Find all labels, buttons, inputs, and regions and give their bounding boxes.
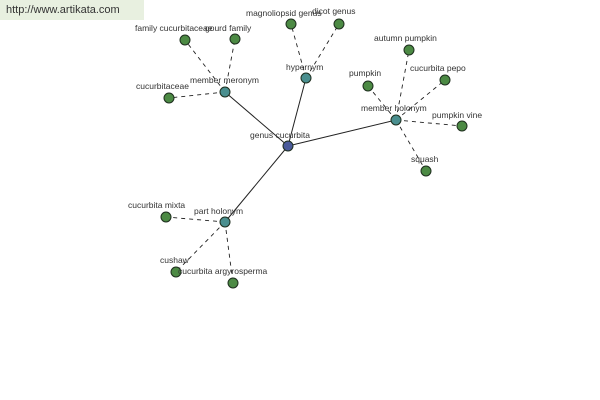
edge-genus-cucurbita-part-holonym bbox=[224, 145, 289, 223]
edge-member-meronym-family-cucurbitaceae bbox=[184, 39, 226, 93]
label-autumn-pumpkin[interactable]: autumn pumpkin bbox=[374, 33, 437, 43]
node-cushaw[interactable] bbox=[170, 266, 182, 278]
node-family-cucurbitaceae[interactable] bbox=[179, 34, 191, 46]
node-cucurbita-pepo[interactable] bbox=[439, 74, 451, 86]
node-part-holonym[interactable] bbox=[219, 216, 231, 228]
edge-member-meronym-gourd-family bbox=[224, 38, 236, 93]
node-cucurbita-argyrosperma[interactable] bbox=[227, 277, 239, 289]
node-genus-cucurbita[interactable] bbox=[282, 140, 294, 152]
edge-genus-cucurbita-member-meronym bbox=[224, 91, 289, 147]
label-pumpkin-vine[interactable]: pumpkin vine bbox=[432, 110, 482, 120]
label-member-holonym[interactable]: member holonym bbox=[361, 103, 427, 113]
edge-part-holonym-cucurbita-mixta bbox=[165, 216, 226, 223]
label-cucurbitaceae[interactable]: cucurbitaceae bbox=[136, 81, 189, 91]
label-family-cucurbitaceae[interactable]: family cucurbitaceae bbox=[135, 23, 213, 33]
node-autumn-pumpkin[interactable] bbox=[403, 44, 415, 56]
edge-genus-cucurbita-hypernym bbox=[287, 77, 307, 147]
label-part-holonym[interactable]: part holonym bbox=[194, 206, 243, 216]
edge-member-holonym-squash bbox=[395, 119, 427, 172]
edge-hypernym-dicot-genus bbox=[305, 23, 340, 79]
node-cucurbita-mixta[interactable] bbox=[160, 211, 172, 223]
label-dicot-genus[interactable]: dicot genus bbox=[312, 6, 355, 16]
label-member-meronym[interactable]: member meronym bbox=[190, 75, 259, 85]
node-dicot-genus[interactable] bbox=[333, 18, 345, 30]
label-cucurbita-pepo[interactable]: cucurbita pepo bbox=[410, 63, 466, 73]
edge-part-holonym-cucurbita-argyrosperma bbox=[224, 221, 234, 284]
node-pumpkin-vine[interactable] bbox=[456, 120, 468, 132]
edge-genus-cucurbita-member-holonym bbox=[287, 119, 397, 147]
node-gourd-family[interactable] bbox=[229, 33, 241, 45]
node-squash[interactable] bbox=[420, 165, 432, 177]
label-pumpkin[interactable]: pumpkin bbox=[349, 68, 381, 78]
node-hypernym[interactable] bbox=[300, 72, 312, 84]
node-pumpkin[interactable] bbox=[362, 80, 374, 92]
edge-member-holonym-pumpkin-vine bbox=[395, 119, 463, 127]
node-magnoliopsid-genus[interactable] bbox=[285, 18, 297, 30]
label-squash[interactable]: squash bbox=[411, 154, 439, 164]
label-hypernym[interactable]: hypernym bbox=[286, 62, 323, 72]
watermark-url[interactable]: http://www.artikata.com bbox=[0, 0, 144, 20]
node-member-meronym[interactable] bbox=[219, 86, 231, 98]
label-gourd-family[interactable]: gourd family bbox=[205, 23, 252, 33]
label-magnoliopsid-genus[interactable]: magnoliopsid genus bbox=[246, 8, 322, 18]
label-genus-cucurbita[interactable]: genus cucurbita bbox=[250, 130, 310, 140]
label-cucurbita-argyrosperma[interactable]: cucurbita argyrosperma bbox=[178, 266, 268, 276]
edge-member-meronym-cucurbitaceae bbox=[168, 91, 226, 99]
label-cucurbita-mixta[interactable]: cucurbita mixta bbox=[128, 200, 185, 210]
edge-member-holonym-autumn-pumpkin bbox=[395, 49, 410, 121]
node-member-holonym[interactable] bbox=[390, 114, 402, 126]
edge-member-holonym-cucurbita-pepo bbox=[395, 79, 446, 121]
node-cucurbitaceae[interactable] bbox=[163, 92, 175, 104]
edge-hypernym-magnoliopsid-genus bbox=[290, 23, 307, 79]
label-cushaw[interactable]: cushaw bbox=[160, 255, 190, 265]
edge-part-holonym-cushaw bbox=[175, 221, 226, 273]
